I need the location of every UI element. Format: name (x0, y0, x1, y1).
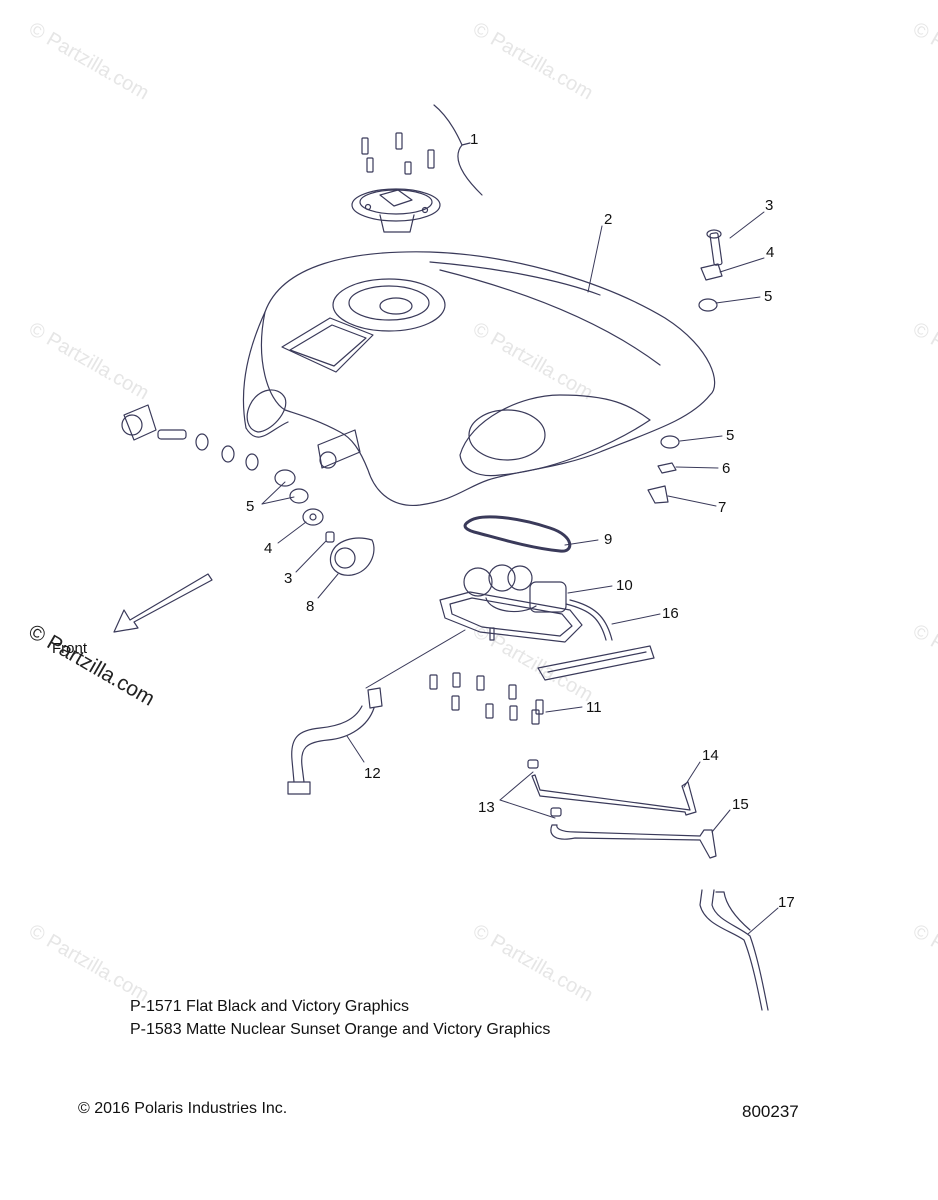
diagram-number: 800237 (742, 1102, 799, 1121)
callout-11: 11 (586, 699, 602, 716)
part-10-fuel-pump (439, 564, 583, 643)
callout-9: 9 (604, 531, 612, 548)
callout-15: 15 (732, 796, 749, 813)
callout-17: 17 (778, 894, 795, 911)
part-2-fuel-tank (242, 251, 716, 507)
right-hardware (647, 229, 723, 504)
variant-note-2: P-1583 Matte Nuclear Sunset Orange and V… (130, 1021, 551, 1038)
callout-14: 14 (702, 747, 719, 764)
leader-lines (261, 211, 779, 935)
callout-3: 3 (284, 570, 292, 587)
callout-4: 4 (766, 244, 774, 261)
copyright-text: © 2016 Polaris Industries Inc. (78, 1100, 288, 1117)
part-9-gasket (463, 515, 572, 553)
cap-bolts (361, 132, 435, 175)
callout-12: 12 (364, 765, 381, 782)
part-11-screws (429, 672, 544, 725)
callout-16: 16 (662, 605, 679, 622)
callout-4: 4 (264, 540, 272, 557)
callout-8: 8 (306, 598, 314, 615)
callout-7: 7 (718, 499, 726, 516)
callout-6: 6 (722, 460, 730, 477)
parts-13-14-15-vent-lines (527, 759, 717, 859)
callout-13: 13 (478, 799, 495, 816)
callout-3: 3 (765, 197, 773, 214)
front-label: Front (52, 640, 88, 657)
callout-5: 5 (246, 498, 254, 515)
callout-numbers: 1 2 3 4 5 5 6 7 5 4 3 8 9 10 16 11 12 13… (246, 131, 795, 911)
part-17-line (699, 889, 769, 1011)
callout-10: 10 (616, 577, 633, 594)
variant-note-1: P-1571 Flat Black and Victory Graphics (130, 998, 409, 1015)
left-hardware (121, 389, 375, 576)
callout-1: 1 (470, 131, 478, 148)
front-direction-arrow (113, 573, 213, 633)
part-1-fuel-cap-assembly (351, 104, 483, 233)
callout-5: 5 (764, 288, 772, 305)
part-12-fuel-line (287, 687, 383, 795)
part-16-fuel-line-bracket (537, 599, 655, 681)
callout-5: 5 (726, 427, 734, 444)
callout-2: 2 (604, 211, 612, 228)
